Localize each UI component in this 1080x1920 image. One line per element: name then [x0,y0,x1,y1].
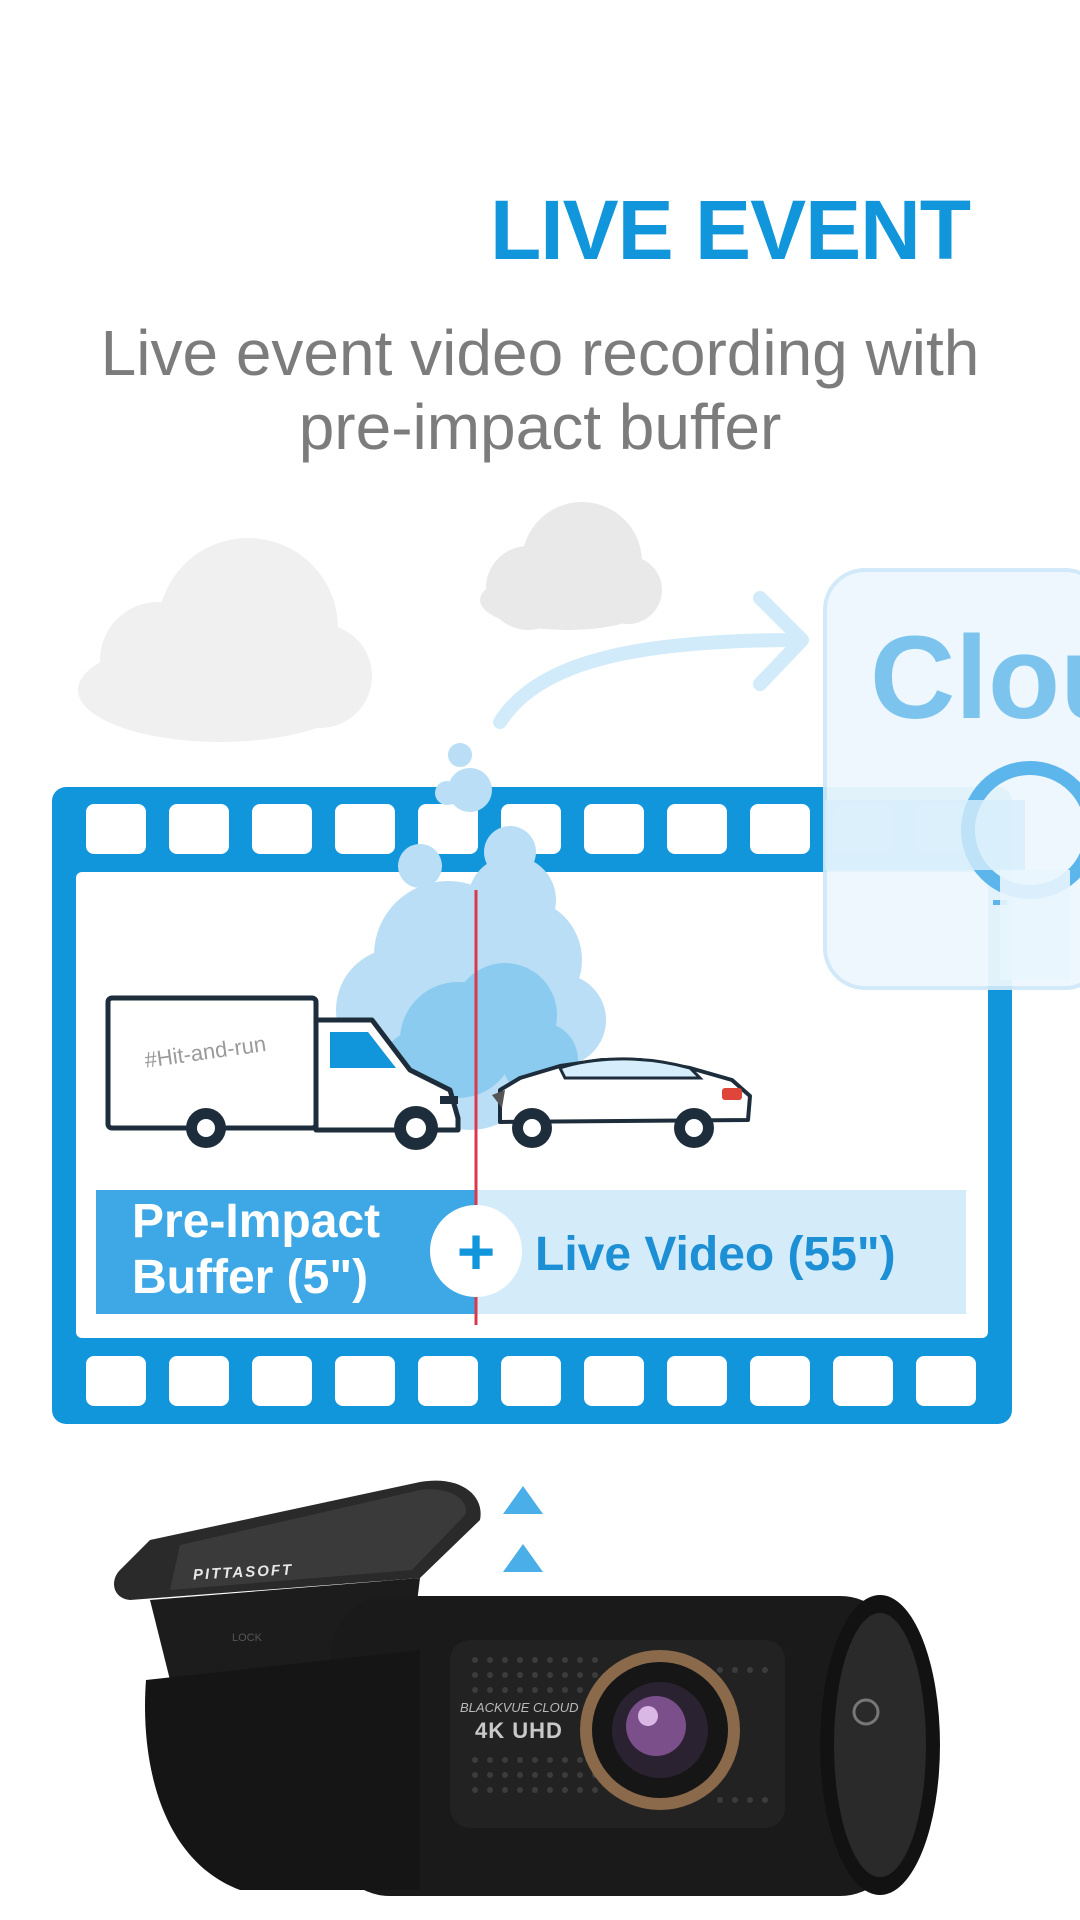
subtitle-line-1: Live event video recording with [100,317,980,389]
camera-model-line1: BLACKVUE CLOUD [460,1700,579,1715]
camera-lock-label: LOCK [232,1632,262,1644]
live-video-label: Live Video (55") [535,1228,896,1281]
cloud-label: Clou [870,612,1080,744]
background-cloud-left-icon [78,538,372,742]
pre-impact-label-line1: Pre-Impact [132,1195,381,1248]
film-perforations-bottom [86,1356,976,1406]
dashcam-device [114,1480,940,1896]
page-subtitle: Live event video recording with pre-impa… [0,316,1080,464]
car-icon [492,1057,752,1148]
subtitle-line-2: pre-impact buffer [298,391,782,463]
camera-model-line2: 4K UHD [475,1718,563,1743]
live-video-bar [476,1190,966,1314]
pre-impact-label-line2: Buffer (5") [132,1251,369,1304]
plus-circle [430,1205,522,1297]
upload-arrow-icon [493,633,807,729]
truck-icon [105,995,461,1150]
page-title: LIVE EVENT [490,183,971,277]
pre-impact-label: Pre-Impact Buffer (5") [132,1194,380,1306]
plus-symbol: + [457,1214,496,1288]
pre-impact-bar [96,1190,476,1314]
background-cloud-top-icon [480,502,662,630]
